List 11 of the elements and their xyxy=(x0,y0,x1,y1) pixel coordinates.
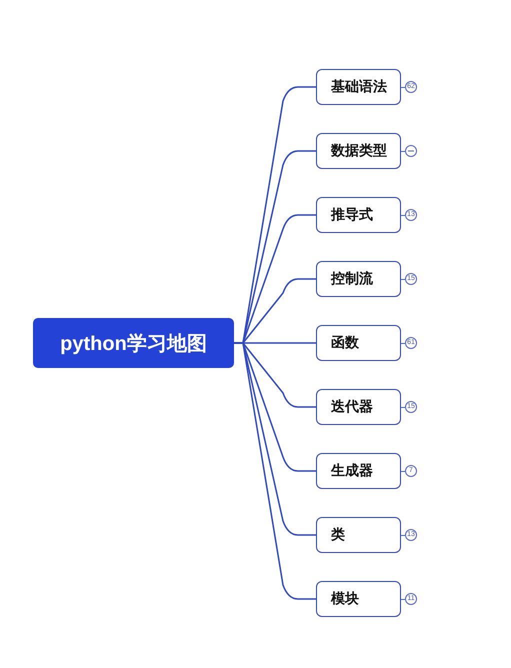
topic-box: 模块 xyxy=(316,581,401,617)
topic-box: 数据类型 xyxy=(316,133,401,169)
topic-box: 迭代器 xyxy=(316,389,401,425)
topic-box: 生成器 xyxy=(316,453,401,489)
topic-box: 推导式 xyxy=(316,197,401,233)
topic-box: 函数 xyxy=(316,325,401,361)
topic-box: 控制流 xyxy=(316,261,401,297)
topic-box: 类 xyxy=(316,517,401,553)
topic-box: 基础语法 xyxy=(316,69,401,105)
root-box: python学习地图 xyxy=(33,318,234,368)
connector xyxy=(234,342,316,600)
